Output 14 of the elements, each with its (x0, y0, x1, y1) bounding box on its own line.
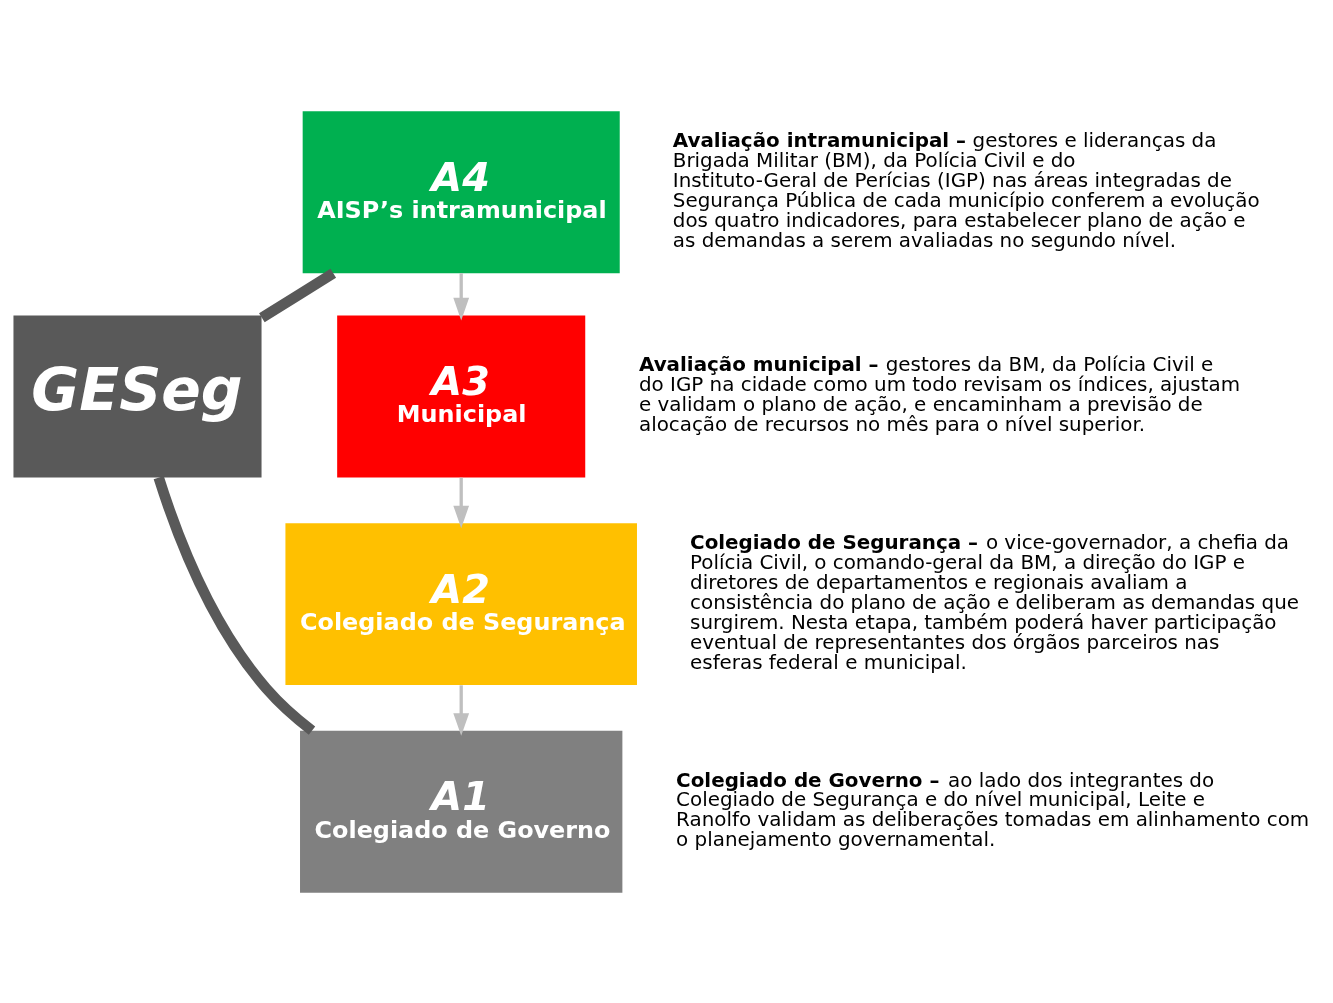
connector (259, 268, 337, 322)
node-box: GESeg (13, 315, 262, 477)
node-label: Avaliação intramunicipal – gestores e lideranças da Brigada Militar (BM), da Polícia Civil e do Instituto-Geral de Perícias (IGP) nas áreas integradas de Segurança Pública de cada município conferem a evolução dos quatro indicadores, para estabelecer plano de ação e as demandas a serem avaliadas no segundo nível. (672, 128, 1260, 252)
node-label: Avaliação municipal – gestores da BM, da Polícia Civil e do IGP na cidade como um todo revisam os índices, ajustam e validam o plano de ação, e encaminham a previsão de alocação de recursos no mês para o nível superior. (638, 352, 1241, 436)
arrow (453, 272, 470, 320)
connector (153, 475, 316, 735)
arrow (453, 684, 470, 736)
node-box: A3 Municipal (337, 315, 586, 477)
node-label: Colegiado de Governo – ao lado dos integrantes do Colegiado de Segurança e do nível municipal, Leite e Ranolfo validam as deliberações tomadas em alinhamento com o planejamento governamental. (676, 768, 1310, 851)
node-label: Colegiado de Segurança – o vice-governador, a chefia da Polícia Civil, o comando-geral da BM, a direção do IGP e diretores de departamentos e regionais avaliam a consistência do plano de ação e deliberam as demandas que surgirem. Nesta etapa, também poderá haver participação eventual de representantes dos órgãos parceiros nas esferas federal e municipal. (690, 530, 1299, 673)
node-box: A2 Colegiado de Segurança (285, 522, 637, 685)
node-box: A4 AISP’s intramunicipal (302, 110, 620, 273)
arrow (453, 477, 470, 528)
node-box: A1 Colegiado de Governo (300, 730, 623, 893)
